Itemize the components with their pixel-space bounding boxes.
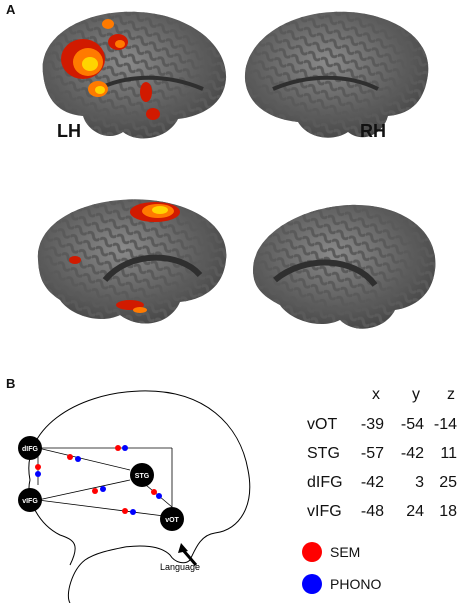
col-header-x: x	[372, 386, 380, 403]
panel-a-label: A	[6, 2, 16, 17]
activation-cluster	[69, 202, 180, 313]
brain-right-medial	[253, 204, 436, 329]
edge-vIFG-vOT	[37, 499, 173, 518]
node-dIFG: dIFG	[18, 436, 42, 460]
node-STG: STG	[130, 463, 154, 487]
cell-y: 24	[406, 503, 424, 520]
edge-markers	[35, 445, 162, 515]
network-diagram: dIFG STG vIFG vOT Language	[18, 390, 251, 603]
col-header-y: y	[412, 386, 420, 403]
panel-b-label: B	[6, 376, 16, 391]
legend-swatch-phono	[302, 574, 322, 594]
cell-z: 25	[439, 474, 457, 491]
cell-x: -39	[360, 416, 384, 433]
svg-text:STG: STG	[135, 473, 150, 480]
brain-right-lateral	[244, 11, 429, 138]
node-vIFG: vIFG	[18, 488, 42, 512]
cell-y: -54	[400, 416, 424, 433]
cell-z: 18	[439, 503, 457, 520]
activation-cluster	[61, 19, 160, 120]
row-region: vIFG	[307, 503, 342, 520]
edge-dIFG-STG	[37, 447, 131, 471]
cell-x: -48	[360, 503, 384, 520]
node-vOT: vOT	[160, 507, 184, 531]
brain-outline	[28, 390, 251, 603]
cell-y: -42	[400, 445, 424, 462]
input-label: Language	[160, 562, 200, 572]
cell-x: -42	[360, 474, 384, 491]
hemisphere-label-right: RH	[360, 121, 386, 141]
edge-vIFG-STG	[37, 479, 131, 501]
row-region: dIFG	[307, 474, 343, 491]
row-region: STG	[307, 445, 340, 462]
cell-x: -57	[360, 445, 384, 462]
hemisphere-label-left: LH	[57, 121, 81, 141]
cell-z: 11	[440, 445, 457, 462]
col-header-z: z	[447, 386, 455, 403]
legend-swatch-sem	[302, 542, 322, 562]
brain-left-lateral	[42, 11, 227, 139]
svg-text:dIFG: dIFG	[22, 446, 38, 453]
cell-z: -14	[433, 416, 457, 433]
brain-left-medial	[37, 199, 227, 324]
svg-text:vIFG: vIFG	[22, 498, 38, 505]
legend-label-sem: SEM	[330, 544, 361, 560]
cell-y: 3	[415, 474, 424, 491]
svg-text:vOT: vOT	[165, 517, 179, 524]
legend-label-phono: PHONO	[330, 576, 382, 592]
row-region: vOT	[307, 416, 338, 433]
input-arrow	[181, 549, 198, 566]
